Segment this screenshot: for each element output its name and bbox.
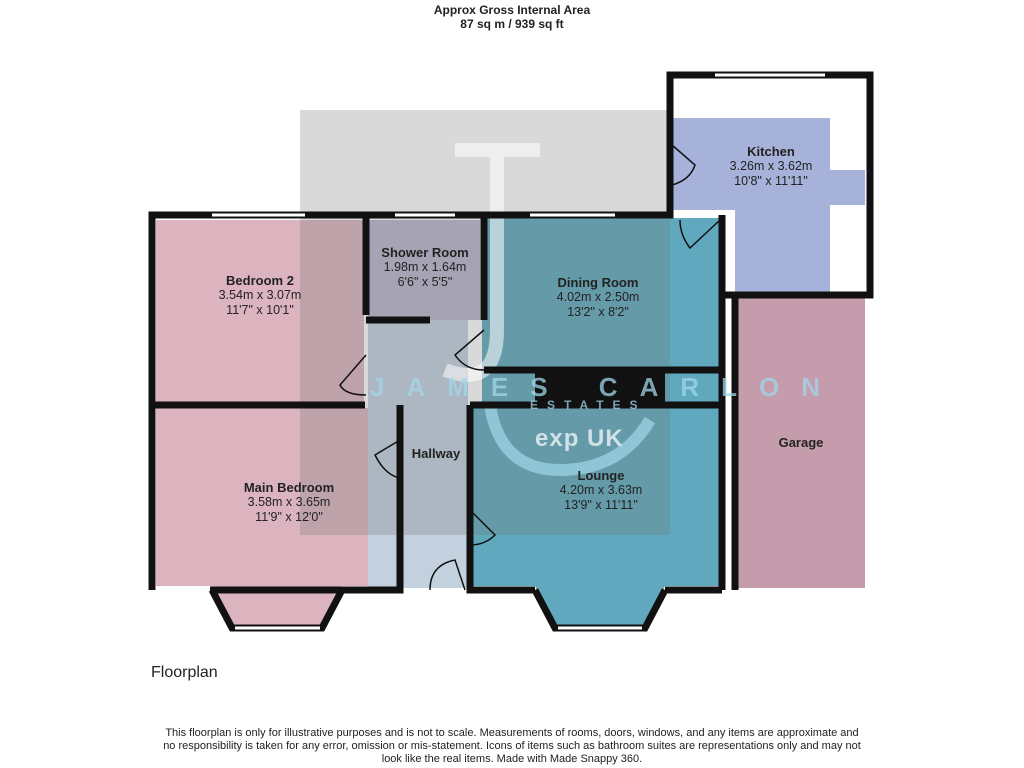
lounge-fill xyxy=(472,408,722,586)
windows xyxy=(212,73,825,630)
main-bedroom-fill xyxy=(156,408,398,586)
disclaimer: This floorplan is only for illustrative … xyxy=(163,727,861,765)
floorplan-label: Floorplan xyxy=(151,664,218,681)
room-dining-room: Dining Room 4.02m x 2.50m 13'2" x 8'2" xyxy=(557,275,640,320)
room-shower-room: Shower Room 1.98m x 1.64m 6'6" x 5'5" xyxy=(381,245,468,290)
room-hallway: Hallway xyxy=(412,446,460,461)
shower-room-fill xyxy=(368,220,480,320)
room-lounge: Lounge 4.20m x 3.63m 13'9" x 11'11" xyxy=(560,468,643,513)
room-imperial: 6'6" x 5'5" xyxy=(397,275,453,289)
room-name: Shower Room xyxy=(381,245,469,260)
watermark-brand: JAMES CARLON xyxy=(370,372,843,402)
room-metric: 3.54m x 3.07m xyxy=(218,288,302,302)
watermark-sub: ESTATES xyxy=(530,398,647,412)
room-name: Main Bedroom xyxy=(243,480,335,495)
room-name: Kitchen xyxy=(747,144,795,159)
kitchen-fill xyxy=(672,118,865,293)
room-imperial: 11'7" x 10'1" xyxy=(226,303,294,317)
room-name: Lounge xyxy=(577,468,625,483)
doors xyxy=(339,144,721,591)
watermark-arc xyxy=(484,403,656,477)
watermark-partner: exp UK xyxy=(535,425,624,452)
room-name: Dining Room xyxy=(557,275,639,290)
room-name: Hallway xyxy=(411,446,461,461)
chimney-breast xyxy=(535,370,665,402)
area-value: 87 sq m / 939 sq ft xyxy=(460,17,564,31)
room-bedroom-2: Bedroom 2 3.54m x 3.07m 11'7" x 10'1" xyxy=(219,273,302,318)
lounge-bay-fill xyxy=(535,586,665,625)
room-imperial: 11'9" x 12'0" xyxy=(255,510,323,524)
area-header: Approx Gross Internal Area 87 sq m / 939… xyxy=(0,3,1024,31)
room-garage: Garage xyxy=(779,435,824,450)
area-title: Approx Gross Internal Area xyxy=(433,3,591,17)
room-metric: 3.58m x 3.65m xyxy=(247,495,331,509)
hallway-fill xyxy=(368,320,468,588)
room-name: Garage xyxy=(778,435,824,450)
main-bedroom-bay-fill xyxy=(212,586,342,625)
room-main-bedroom: Main Bedroom 3.58m x 3.65m 11'9" x 12'0" xyxy=(244,480,334,525)
room-metric: 4.20m x 3.63m xyxy=(559,483,643,497)
room-name: Bedroom 2 xyxy=(226,273,294,288)
room-metric: 1.98m x 1.64m xyxy=(383,260,467,274)
room-metric: 4.02m x 2.50m xyxy=(556,290,640,304)
room-imperial: 13'9" x 11'11" xyxy=(564,498,638,512)
room-metric: 3.26m x 3.62m xyxy=(729,159,813,173)
room-imperial: 10'8" x 11'11" xyxy=(734,174,808,188)
garage-fill xyxy=(737,298,865,588)
room-imperial: 13'2" x 8'2" xyxy=(567,305,629,319)
room-kitchen: Kitchen 3.26m x 3.62m 10'8" x 11'11" xyxy=(730,144,813,189)
bedroom-2-fill xyxy=(156,220,364,403)
